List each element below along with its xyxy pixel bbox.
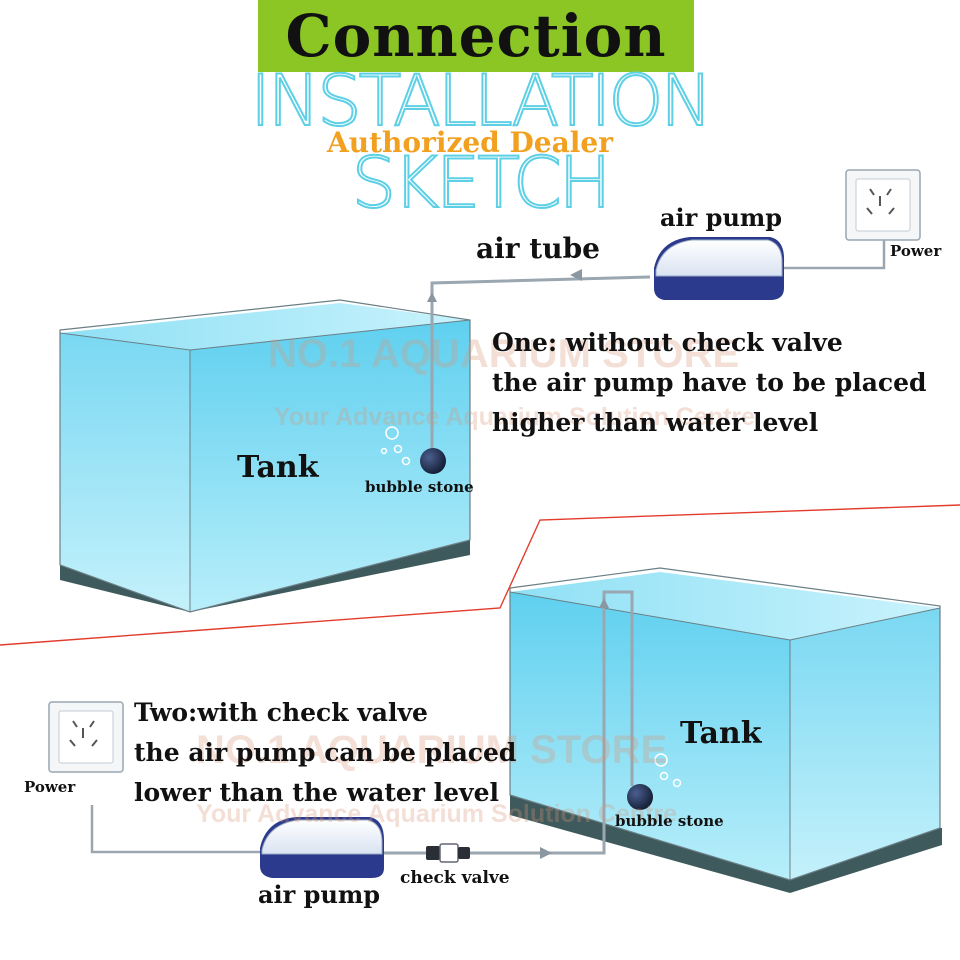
air-pump-one (654, 237, 785, 300)
air-pump-two (260, 817, 384, 878)
tank-label: Tank (237, 450, 319, 485)
tube-arrow-icon (570, 269, 582, 281)
air-tube-label: air tube (476, 232, 600, 265)
note-line: the air pump can be placed (134, 738, 517, 767)
dealer-label: Authorized Dealer (327, 126, 613, 159)
note-line: Two:with check valve (134, 698, 428, 727)
bubble-stone-label: bubble stone (615, 812, 724, 830)
check-valve-label: check valve (400, 868, 510, 888)
bubble-stone-label: bubble stone (365, 478, 474, 496)
title-banner (258, 0, 694, 72)
air-pump-label: air pump (660, 203, 783, 232)
bubbles-one (380, 426, 411, 466)
tank-label: Tank (680, 716, 762, 751)
power-outlet-icon (48, 701, 124, 773)
bubble-stone-icon (627, 784, 653, 810)
power-cord-two (90, 805, 260, 854)
tank-one (59, 299, 471, 613)
check-valve-icon (426, 843, 470, 863)
tank-two (509, 567, 942, 893)
air-tube-one (430, 275, 651, 455)
note-two: Two:with check valve the air pump can be… (134, 693, 516, 813)
power-outlet-icon (845, 169, 921, 241)
note-one: One: without check valve the air pump ha… (492, 323, 927, 443)
air-tube-two (384, 590, 634, 855)
tube-arrow-icon (427, 292, 437, 302)
power-cord-one (784, 238, 886, 270)
watermark-slogan: Your Advance Aquarium Solution Centre (274, 403, 756, 431)
divider-line (0, 504, 960, 646)
bubble-stone-icon (420, 448, 446, 474)
bubbles-two (654, 753, 682, 788)
watermark-store: NO.1 AQUARIUM STORE (196, 728, 668, 772)
note-line: One: without check valve (492, 328, 843, 357)
page-title: Connection (285, 2, 667, 70)
page-subtitle: INSTALLATION SKETCH (249, 59, 714, 225)
power-label: Power (890, 242, 942, 260)
tube-arrow-icon (540, 847, 552, 859)
note-line: the air pump have to be placed (492, 368, 927, 397)
tube-arrow-icon (599, 598, 609, 608)
air-pump-label: air pump (258, 880, 381, 909)
power-label: Power (24, 778, 76, 796)
watermark-slogan: Your Advance Aquarium Solution Centre (196, 800, 678, 828)
note-line: higher than water level (492, 408, 819, 437)
note-line: lower than the water level (134, 778, 499, 807)
watermark-store: NO.1 AQUARIUM STORE (268, 332, 740, 376)
